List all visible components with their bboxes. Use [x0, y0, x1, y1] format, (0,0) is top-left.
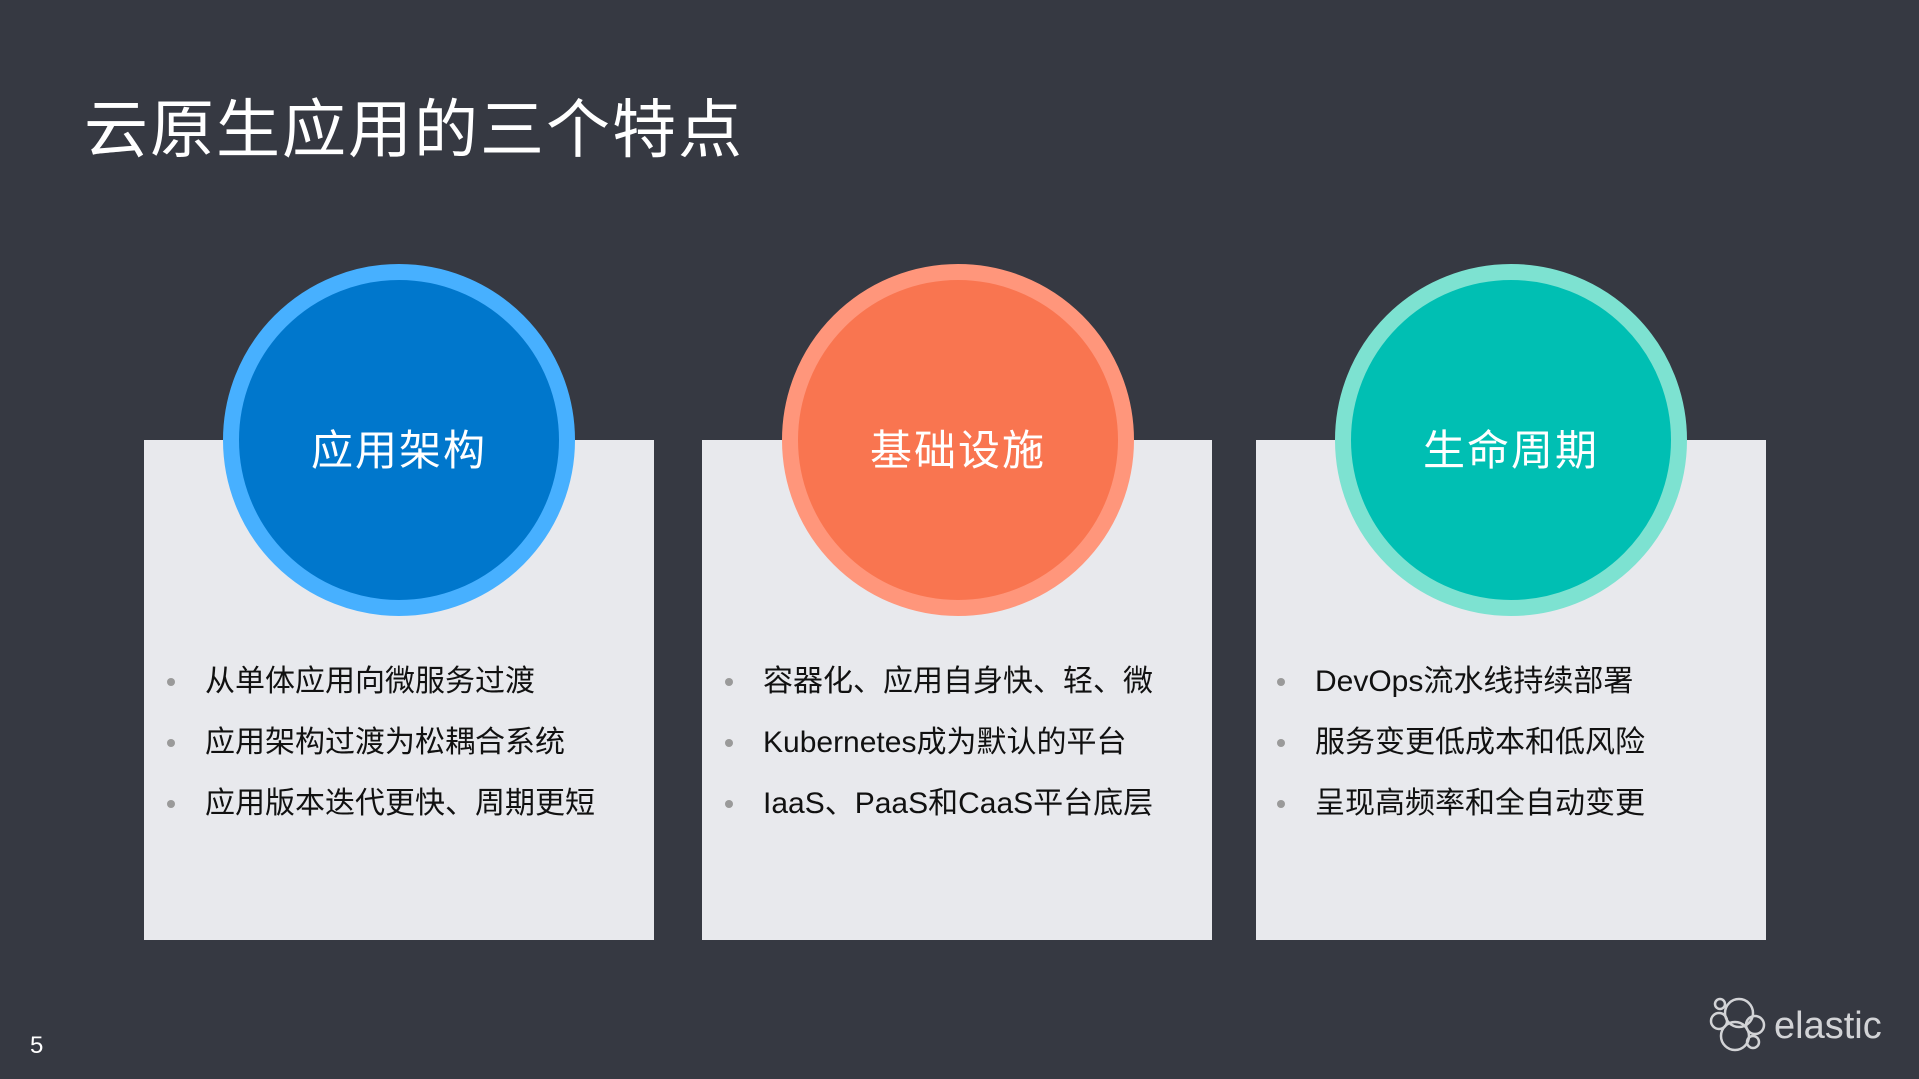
- circle-lifecycle: 生命周期: [1335, 264, 1687, 616]
- bullet-dot-icon: [1277, 739, 1285, 747]
- circle-app-architecture: 应用架构: [223, 264, 575, 616]
- bullet-list-infrastructure: 容器化、应用自身快、轻、微 Kubernetes成为默认的平台 IaaS、Paa…: [725, 660, 1153, 843]
- bullet-dot-icon: [725, 800, 733, 808]
- bullet-item: DevOps流水线持续部署: [1277, 660, 1645, 721]
- slide-title: 云原生应用的三个特点: [84, 94, 744, 166]
- bullet-item: 服务变更低成本和低风险: [1277, 721, 1645, 782]
- bullet-list-lifecycle: DevOps流水线持续部署 服务变更低成本和低风险 呈现高频率和全自动变更: [1277, 660, 1645, 843]
- circle-heading: 应用架构: [310, 426, 487, 474]
- circle-heading: 基础设施: [869, 426, 1046, 474]
- circle-heading: 生命周期: [1422, 426, 1599, 474]
- bullet-item: 从单体应用向微服务过渡: [167, 660, 595, 721]
- elastic-logo: elastic: [1708, 994, 1882, 1059]
- bullet-item: 应用版本迭代更快、周期更短: [167, 782, 595, 843]
- bullet-dot-icon: [725, 678, 733, 686]
- bullet-dot-icon: [167, 739, 175, 747]
- bullet-dot-icon: [1277, 678, 1285, 686]
- bullet-item: 应用架构过渡为松耦合系统: [167, 721, 595, 782]
- elastic-logo-icon: [1708, 994, 1768, 1059]
- bullet-item: Kubernetes成为默认的平台: [725, 721, 1153, 782]
- bullet-dot-icon: [167, 800, 175, 808]
- bullet-item: 容器化、应用自身快、轻、微: [725, 660, 1153, 721]
- bullet-list-app-architecture: 从单体应用向微服务过渡 应用架构过渡为松耦合系统 应用版本迭代更快、周期更短: [167, 660, 595, 843]
- bullet-dot-icon: [725, 739, 733, 747]
- bullet-item: 呈现高频率和全自动变更: [1277, 782, 1645, 843]
- bullet-dot-icon: [167, 678, 175, 686]
- bullet-dot-icon: [1277, 800, 1285, 808]
- bullet-item: IaaS、PaaS和CaaS平台底层: [725, 782, 1153, 843]
- elastic-logo-text: elastic: [1774, 1005, 1882, 1047]
- page-number: 5: [30, 1032, 44, 1059]
- circle-infrastructure: 基础设施: [782, 264, 1134, 616]
